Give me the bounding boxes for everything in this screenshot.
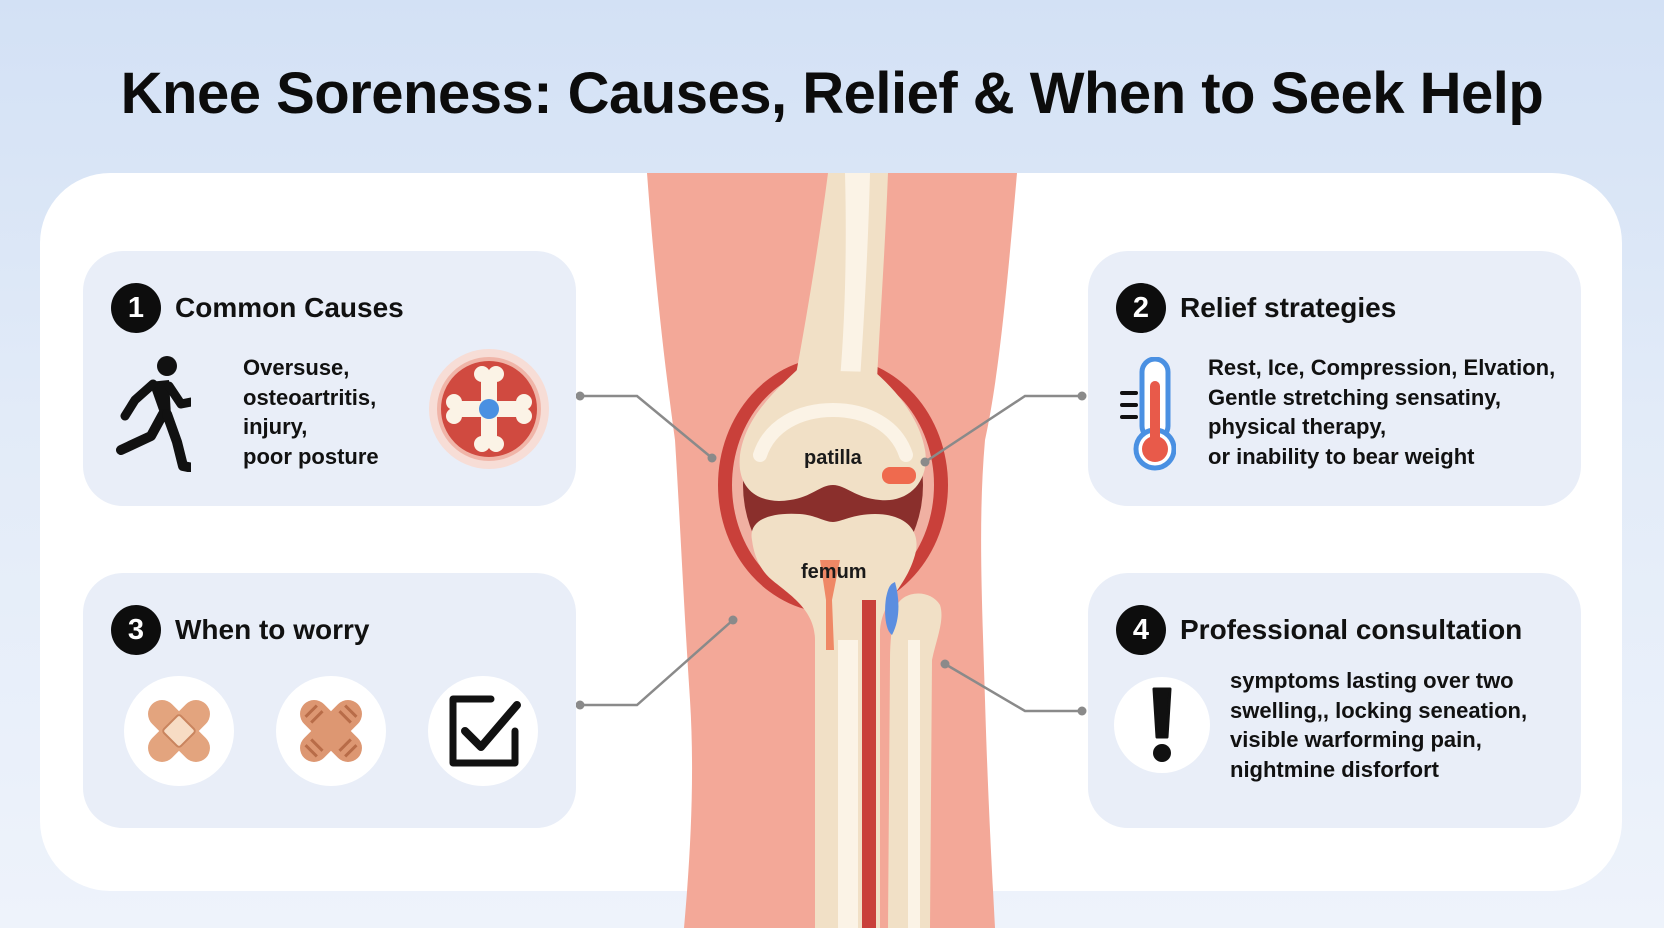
exclamation-icon xyxy=(1114,677,1210,773)
page-title: Knee Soreness: Causes, Relief & When to … xyxy=(120,61,1544,126)
number-badge: 4 xyxy=(1116,605,1166,655)
list-item: nightmine disforfort xyxy=(1230,756,1439,782)
card-when-to-worry: 3 When to worry xyxy=(83,573,576,828)
patella-label: patilla xyxy=(804,447,862,469)
list-item: injury, xyxy=(243,414,308,439)
number-badge: 2 xyxy=(1116,283,1166,333)
causes-list: Oversuse, osteoartritis, injury, poor po… xyxy=(243,353,379,471)
list-item: Rest, Ice, Compression, Elvation, xyxy=(1208,355,1556,380)
card-professional-consultation: 4 Professional consultation symptoms las… xyxy=(1088,573,1581,828)
list-item: Oversuse, xyxy=(243,355,350,380)
connector-lines xyxy=(580,394,1082,713)
card-header: 2 Relief strategies xyxy=(1116,282,1396,334)
thermometer-icon xyxy=(1120,356,1177,476)
list-item: physical therapy, xyxy=(1208,414,1387,439)
card-header: 3 When to worry xyxy=(111,604,369,656)
list-item: osteoartritis, xyxy=(243,384,377,410)
cartilage xyxy=(885,582,899,635)
bandage-icon xyxy=(276,676,386,786)
card-title: Relief strategies xyxy=(1180,292,1397,323)
list-item: swelling,, locking seneation, xyxy=(1230,697,1528,723)
card-header: 1 Common Causes xyxy=(111,282,404,334)
number-badge: 3 xyxy=(111,605,161,655)
patella-marker xyxy=(882,467,916,484)
list-item: poor posture xyxy=(243,443,379,469)
femur-label: femum xyxy=(801,561,867,583)
card-title: Professional consultation xyxy=(1180,614,1523,645)
checkbox-checked-icon xyxy=(428,676,538,786)
relief-list: Rest, Ice, Compression, Elvation, Gentle… xyxy=(1208,353,1555,471)
list-item: Gentle stretching sensatiny, xyxy=(1208,384,1502,410)
consultation-list: symptoms lasting over two swelling,, loc… xyxy=(1230,666,1527,784)
card-relief-strategies: 2 Relief strategies Rest, Ice, Compressi… xyxy=(1088,251,1581,506)
joint-bone-cross-icon xyxy=(429,349,549,469)
bandage-icon xyxy=(124,676,234,786)
list-item: symptoms lasting over two xyxy=(1230,668,1514,693)
list-item: visible warforming pain, xyxy=(1230,727,1482,752)
card-title: Common Causes xyxy=(175,292,404,323)
card-header: 4 Professional consultation xyxy=(1116,604,1522,656)
running-person-icon xyxy=(111,354,198,477)
list-item: or inability to bear weight xyxy=(1208,443,1475,469)
number-badge: 1 xyxy=(111,283,161,333)
card-common-causes: 1 Common Causes Oversuse, osteoartritis,… xyxy=(83,251,576,506)
card-title: When to worry xyxy=(175,614,370,645)
